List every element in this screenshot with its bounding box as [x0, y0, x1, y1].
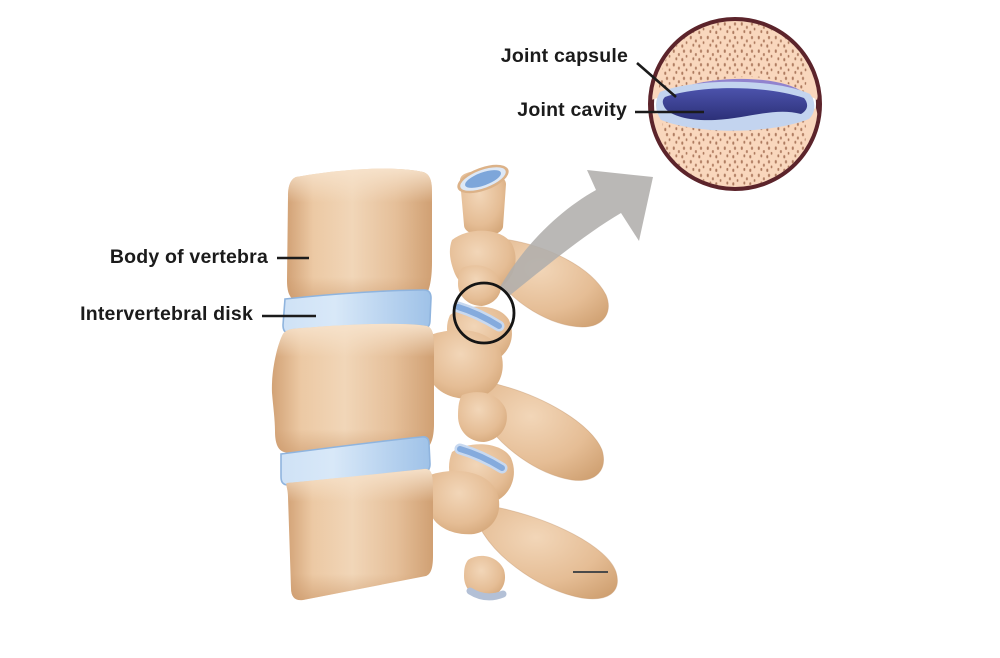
vertebral-column-front: [271, 168, 434, 601]
lamina-3: [430, 470, 500, 535]
leader-lines: [262, 62, 704, 573]
joint-capsule-label: Joint capsule: [500, 45, 628, 67]
joint-capsule-leader-line: [636, 62, 677, 98]
joint-inset: [648, 17, 822, 191]
inferior-articular-process-1: [458, 265, 502, 306]
zoom-arrow-icon: [500, 170, 653, 296]
facet-joint-1-cartilage: [452, 301, 505, 332]
facet-joint-annotation-circle: [452, 281, 516, 345]
facet-joint-2-cartilage: [454, 443, 508, 474]
vertebra-body-2: [271, 323, 434, 456]
vertebra-body-3: [286, 468, 433, 601]
joint-cavity-label: Joint cavity: [517, 99, 627, 121]
posterior-elements: [430, 164, 618, 601]
facet-cartilage-bottom: [466, 587, 507, 601]
body-of-vertebra-label: Body of vertebra: [109, 246, 268, 268]
inferior-articular-process-2: [458, 392, 507, 442]
inset-bone-bottom: [652, 108, 818, 187]
facet-surface-top: [457, 164, 509, 194]
intervertebral-disk-label: Intervertebral disk: [80, 303, 253, 325]
vertebra-body-1: [287, 168, 432, 305]
inferior-articular-process-3: [464, 555, 506, 598]
lamina-2: [430, 330, 503, 399]
